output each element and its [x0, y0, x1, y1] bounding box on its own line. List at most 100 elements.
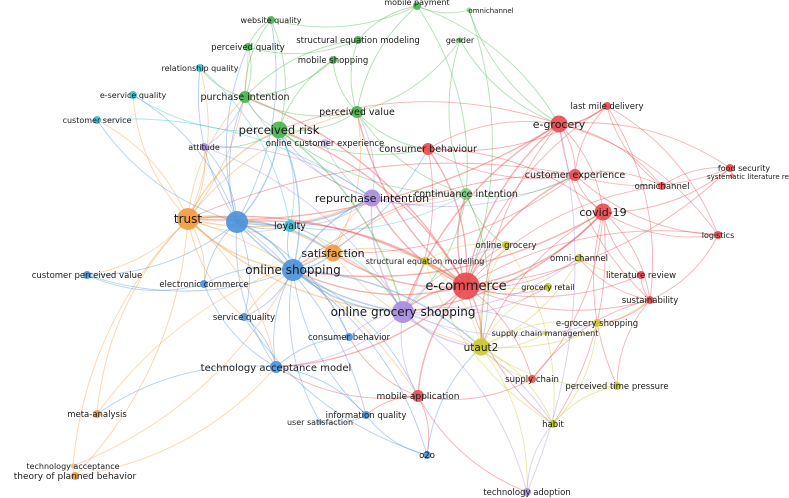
link-trust-meta_analysis — [96, 218, 189, 415]
label-perceived-value: perceived value — [319, 107, 395, 118]
link-continuance_intention-online_grocery — [465, 193, 507, 246]
label-grocery-retail: grocery retail — [521, 283, 575, 292]
link-egrocery-logistics — [558, 123, 719, 236]
link-covid19-consumer_behaviour — [427, 148, 604, 213]
link-online_shopping-mobile_application — [292, 269, 419, 397]
label-satisfaction: satisfaction — [301, 247, 364, 260]
node-online-grocery-shopping[interactable] — [392, 301, 414, 323]
node-egrocery-shopping[interactable] — [593, 319, 601, 327]
link-utaut2-omni_channel — [480, 257, 580, 348]
node-supply-chain[interactable] — [528, 375, 536, 383]
node-mobile-application[interactable] — [412, 390, 424, 402]
node-satisfaction[interactable] — [324, 244, 342, 262]
link-mobile_application-tam — [275, 366, 419, 399]
link-trust-satisfaction — [187, 216, 334, 254]
node-electronic-commerce[interactable] — [200, 280, 208, 288]
node-service-quality[interactable] — [240, 313, 248, 321]
link-ecommerce-online_shopping — [292, 269, 467, 296]
link-trust-perceived_risk — [187, 129, 280, 220]
node-technology-acceptance[interactable] — [70, 463, 76, 469]
node-customer-service[interactable] — [93, 116, 101, 124]
node-technology-adoption[interactable] — [523, 488, 531, 496]
link-egrocery-consumer_behaviour — [427, 120, 560, 150]
link-sustainability-omni_channel — [578, 257, 651, 301]
node-gender[interactable] — [457, 37, 463, 43]
link-covid19-online_shopping — [292, 211, 604, 278]
node-omnichannel-top[interactable] — [466, 7, 472, 13]
link-blue_hub-repurchase_intention — [236, 197, 373, 226]
link-blue_hub-customer_service — [96, 119, 238, 223]
node-food-security[interactable] — [726, 164, 734, 172]
link-habit-perceived_time_pressure — [552, 385, 618, 425]
link-ecommerce-tam — [275, 285, 467, 368]
node-literature-review[interactable] — [637, 271, 645, 279]
node-eservice-quality[interactable] — [129, 91, 137, 99]
link-information_quality-user_satisfaction — [319, 414, 367, 424]
node-omnichannel[interactable] — [658, 182, 666, 190]
label-technology-acceptance: technology acceptance — [26, 462, 119, 471]
link-tpb-tam — [74, 366, 277, 477]
node-customer-experience[interactable] — [569, 169, 581, 181]
link-utaut2-sustainability — [480, 299, 651, 349]
link-online_shopping-online_grocery_shopping — [292, 269, 404, 313]
node-sustainability[interactable] — [646, 296, 654, 304]
node-sem-top[interactable] — [354, 36, 362, 44]
node-o2o[interactable] — [423, 451, 431, 459]
node-repurchase-intention[interactable] — [363, 189, 381, 207]
node-customer-perceived-value[interactable] — [83, 271, 91, 279]
link-habit-online_grocery — [505, 244, 555, 425]
node-purchase-intention[interactable] — [239, 91, 251, 103]
node-trust[interactable] — [177, 208, 199, 230]
node-last-mile[interactable] — [603, 102, 611, 110]
link-purchase_intention-mobile_shopping — [244, 59, 334, 98]
label-sem-mid: structural equation modelling — [366, 257, 485, 266]
node-meta-analysis[interactable] — [93, 410, 101, 418]
node-information-quality[interactable] — [362, 411, 370, 419]
node-consumer-behaviour[interactable] — [422, 143, 434, 155]
node-user-satisfaction[interactable] — [317, 419, 323, 425]
link-online_shopping-utaut2 — [292, 269, 482, 348]
node-perceived-time-pressure[interactable] — [613, 382, 621, 390]
link-mobile_payment-omnichannel_top — [416, 5, 470, 14]
node-website-quality[interactable] — [267, 16, 275, 24]
node-sem-mid[interactable] — [421, 257, 429, 265]
node-loyalty[interactable] — [284, 220, 296, 232]
node-perceived-risk[interactable] — [270, 121, 288, 139]
node-tam[interactable] — [270, 361, 282, 373]
node-tpb[interactable] — [71, 472, 79, 480]
link-ecommerce-satisfaction — [332, 252, 467, 288]
node-online-grocery[interactable] — [502, 241, 510, 249]
node-egrocery[interactable] — [550, 115, 568, 133]
node-continuance-intention[interactable] — [460, 188, 472, 200]
node-attitude[interactable] — [200, 143, 208, 151]
node-habit[interactable] — [549, 420, 557, 428]
node-blue-hub[interactable] — [226, 211, 248, 233]
node-perceived-value[interactable] — [351, 106, 363, 118]
link-customer_experience-logistics — [574, 174, 719, 236]
node-covid19[interactable] — [594, 203, 612, 221]
label-service-quality: service quality — [213, 313, 275, 323]
node-omni-channel[interactable] — [575, 254, 583, 262]
node-logistics[interactable] — [714, 231, 722, 239]
node-scm[interactable] — [542, 330, 548, 336]
node-perceived-quality[interactable] — [244, 43, 252, 51]
label-sustainability: sustainability — [622, 296, 679, 306]
node-utaut2[interactable] — [472, 338, 490, 356]
link-mobile_application-technology_adoption — [417, 395, 528, 493]
link-ecommerce-perceived_risk — [278, 129, 467, 287]
node-online-shopping[interactable] — [282, 259, 304, 281]
node-mobile-payment[interactable] — [413, 2, 421, 10]
link-online_shopping-tam — [273, 269, 294, 368]
label-systematic-review: systematic literature review — [707, 173, 789, 181]
node-relationship-quality[interactable] — [196, 64, 204, 72]
node-mobile-shopping[interactable] — [329, 56, 337, 64]
node-ecommerce[interactable] — [452, 272, 480, 300]
link-ecommerce-consumer_behaviour — [427, 148, 468, 287]
node-grocery-retail[interactable] — [544, 283, 552, 291]
link-online_grocery_shopping-egrocery_shopping — [402, 311, 598, 336]
node-systematic-review[interactable] — [729, 173, 735, 179]
link-ecommerce-sustainability — [465, 285, 651, 311]
link-blue_hub-website_quality — [236, 19, 277, 223]
node-consumer-behavior[interactable] — [345, 333, 353, 341]
node-online-cx[interactable] — [321, 139, 329, 147]
